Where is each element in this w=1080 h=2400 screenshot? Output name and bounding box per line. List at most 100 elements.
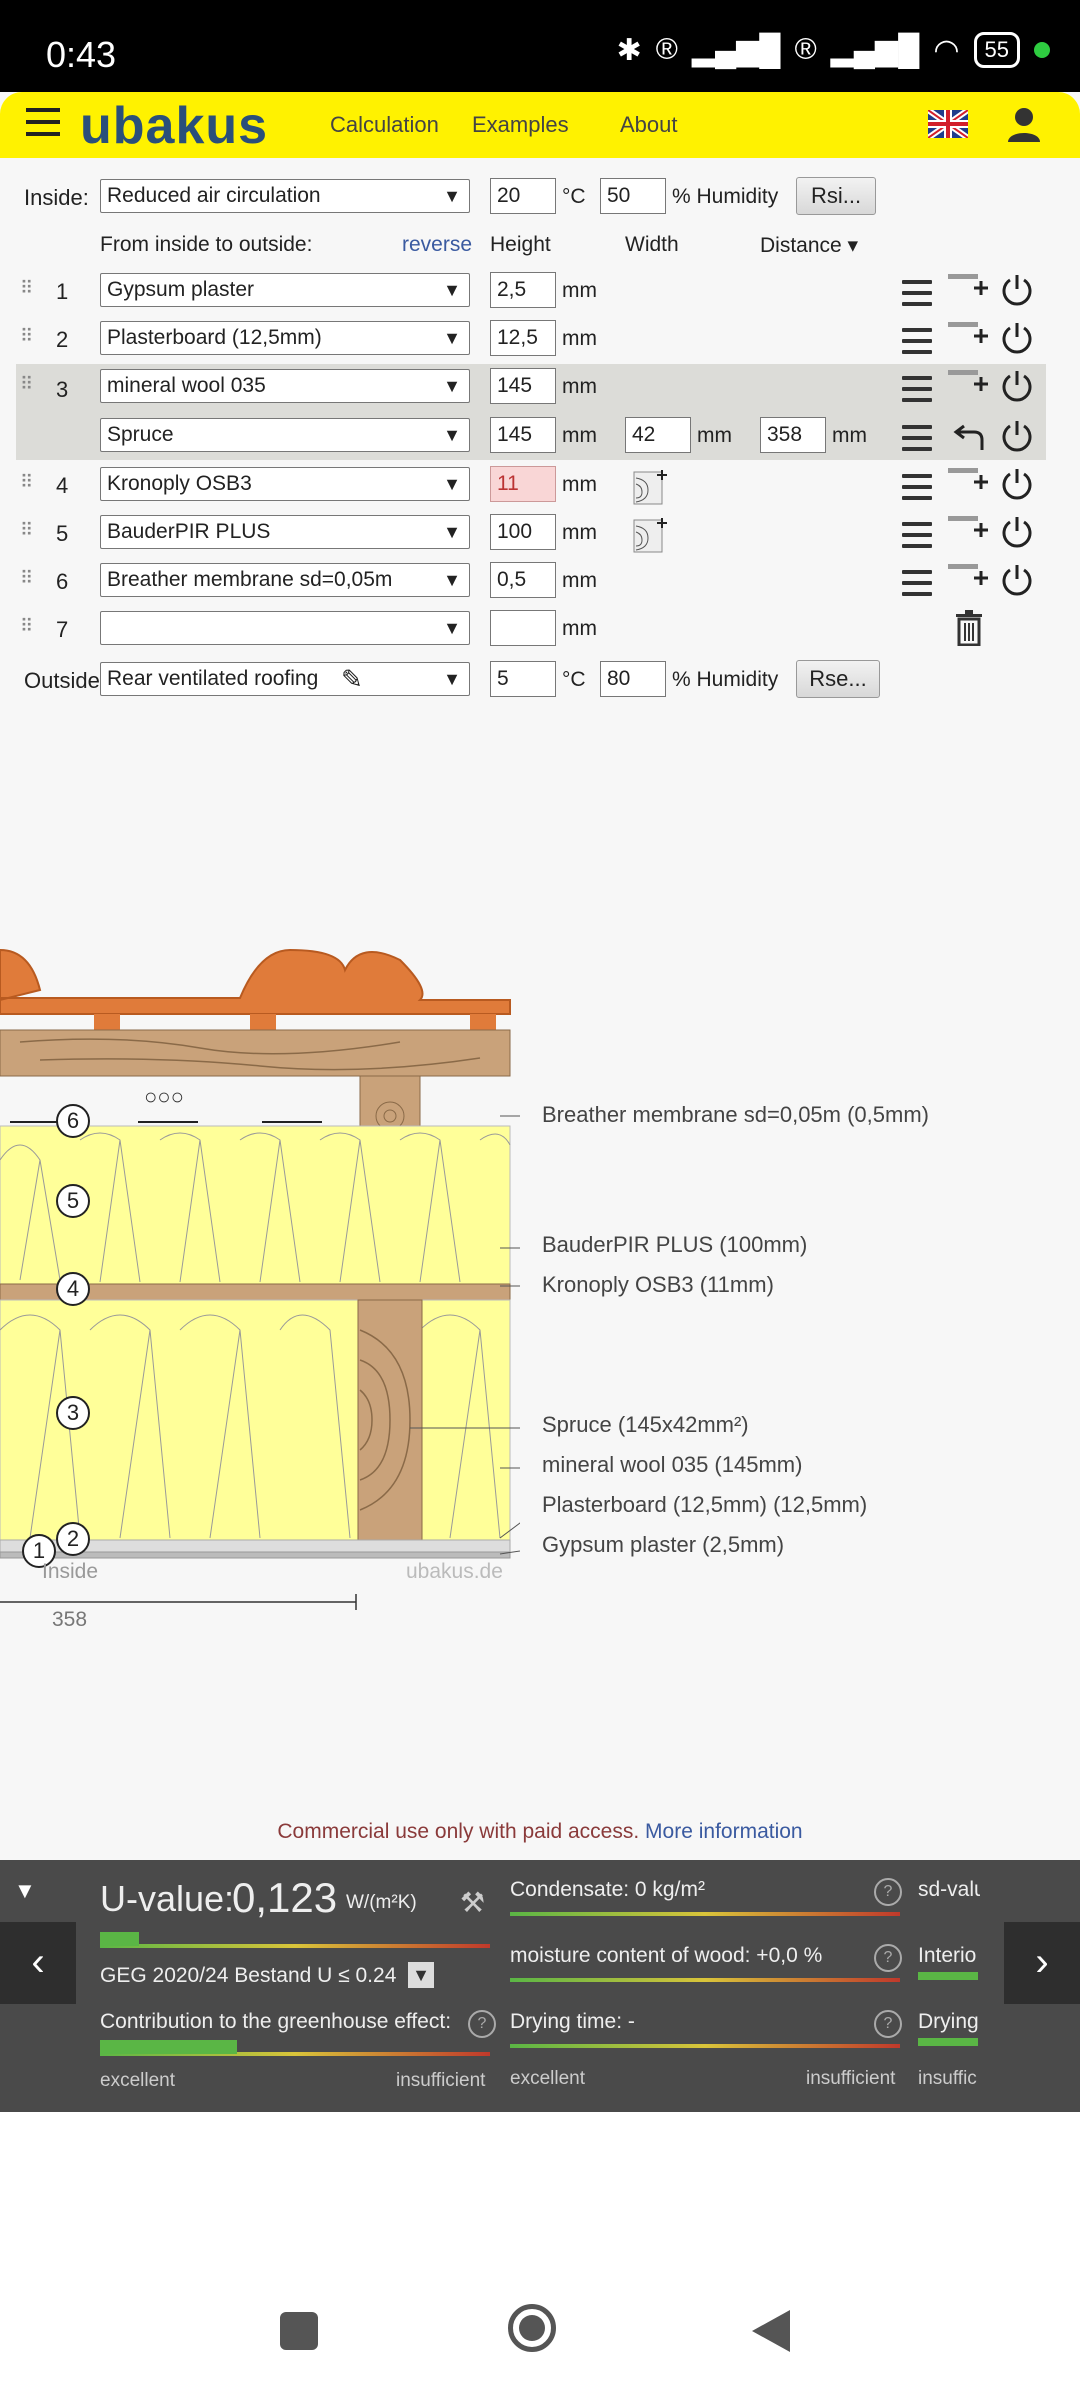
nav-examples[interactable]: Examples (472, 112, 569, 137)
drag-handle-icon[interactable]: ⠿ (20, 616, 33, 636)
user-icon[interactable] (1006, 106, 1042, 142)
drag-handle-icon[interactable]: ⠿ (20, 568, 33, 588)
layer-material-select[interactable]: BauderPIR PLUS▼ (100, 515, 470, 549)
drying-help-icon[interactable]: ? (874, 2010, 902, 2038)
drag-handle-icon[interactable]: ⠿ (20, 472, 33, 492)
more-information-link[interactable]: More information (645, 1820, 803, 1843)
trash-icon[interactable] (954, 610, 984, 646)
back-button-icon[interactable] (750, 2308, 792, 2354)
inside-humidity-input[interactable]: 50 (600, 178, 666, 214)
sublayer-distance-input[interactable]: 358 (760, 417, 826, 453)
power-icon[interactable] (1000, 466, 1034, 500)
add-layer-icon[interactable] (948, 514, 988, 548)
uvalue-bar-track (100, 1944, 490, 1948)
drag-handle-icon[interactable]: ⠿ (20, 520, 33, 540)
recents-button-icon[interactable] (280, 2312, 318, 2350)
power-icon[interactable] (1000, 320, 1034, 354)
layer-menu-icon[interactable] (902, 280, 932, 306)
outside-preset-select[interactable]: Rear ventilated roofing✎▼ (100, 662, 470, 696)
layer-number: 1 (56, 279, 69, 304)
layer-height-input[interactable]: 0,5 (490, 562, 556, 598)
layer-height-input[interactable]: 11 (490, 466, 556, 502)
inside-preset-value: Reduced air circulation (107, 184, 321, 207)
diagram-watermark: ubakus.de (406, 1560, 503, 1583)
home-button-icon[interactable] (508, 2304, 556, 2352)
distance-column-header[interactable]: Distance ▾ (760, 234, 859, 257)
nav-about[interactable]: About (620, 112, 678, 137)
uk-flag-icon[interactable] (926, 107, 970, 141)
rse-button[interactable]: Rse... (796, 660, 880, 698)
inside-preset-select[interactable]: Reduced air circulation▼ (100, 179, 470, 213)
menu-icon[interactable] (26, 108, 60, 138)
add-layer-icon[interactable] (948, 272, 988, 306)
scale-excellent: excellent (100, 2070, 175, 2091)
drag-handle-icon[interactable]: ⠿ (20, 326, 33, 346)
layer-material-select[interactable]: ▼ (100, 611, 470, 645)
logo[interactable]: ubakus (80, 97, 269, 155)
reverse-link[interactable]: reverse (402, 233, 473, 256)
prev-arrow-button[interactable]: ‹ (0, 1922, 76, 2004)
layer-material-select[interactable]: Breather membrane sd=0,05m▼ (100, 563, 470, 597)
standard-dropdown-icon[interactable]: ▼ (408, 1962, 434, 1988)
layer-height-input[interactable]: 2,5 (490, 272, 556, 308)
greenhouse-help-icon[interactable]: ? (468, 2010, 496, 2038)
pencil-icon[interactable]: ✎ (341, 664, 363, 694)
outside-humidity-input[interactable]: 80 (600, 661, 666, 697)
rsi-button[interactable]: Rsi... (796, 177, 876, 215)
sublayer-material-select[interactable]: Spruce▼ (100, 418, 470, 452)
signal-icon-2: ▂▄▆█ (830, 33, 920, 67)
layer-material-select[interactable]: Gypsum plaster▼ (100, 273, 470, 307)
add-layer-icon[interactable] (948, 320, 988, 354)
power-icon[interactable] (1000, 514, 1034, 548)
layer-height-unit: mm (562, 327, 597, 350)
layer-menu-icon[interactable] (902, 474, 932, 500)
layer-marker: 5 (56, 1184, 90, 1218)
sublayer-menu-icon[interactable] (902, 425, 932, 451)
layer-material-select[interactable]: Plasterboard (12,5mm)▼ (100, 321, 470, 355)
wood-grain-icon[interactable] (632, 466, 670, 506)
sublayer-height-input[interactable]: 145 (490, 417, 556, 453)
wood-grain-icon[interactable] (632, 514, 670, 554)
condensate-label: Condensate: 0 kg/m² (510, 1878, 705, 1901)
power-icon[interactable] (1000, 562, 1034, 596)
right-bar-interior (918, 1972, 978, 1980)
from-inside-label: From inside to outside: (100, 233, 313, 256)
inside-temp-unit: °C (562, 185, 586, 208)
power-icon[interactable] (1000, 272, 1034, 306)
layer-menu-icon[interactable] (902, 570, 932, 596)
drying-label: Drying time: - (510, 2010, 635, 2033)
layer-material-select[interactable]: mineral wool 035▼ (100, 369, 470, 403)
power-icon[interactable] (1000, 418, 1034, 452)
layer-height-input[interactable] (490, 610, 556, 646)
layer-height-input[interactable]: 145 (490, 368, 556, 404)
sublayer-height-unit: mm (562, 424, 597, 447)
layer-height-input[interactable]: 12,5 (490, 320, 556, 356)
layer-marker: 4 (56, 1272, 90, 1306)
nav-calculation[interactable]: Calculation (330, 112, 439, 137)
moisture-help-icon[interactable]: ? (874, 1944, 902, 1972)
drag-handle-icon[interactable]: ⠿ (20, 278, 33, 298)
power-icon[interactable] (1000, 368, 1034, 402)
layer-menu-icon[interactable] (902, 522, 932, 548)
condensate-help-icon[interactable]: ? (874, 1878, 902, 1906)
roof-tiles (0, 948, 511, 1015)
sublayer-material-value: Spruce (107, 423, 174, 446)
layer-material-select[interactable]: Kronoply OSB3▼ (100, 467, 470, 501)
inside-humidity-label: % Humidity (672, 185, 779, 208)
notice-text: Commercial use only with paid access. (277, 1820, 640, 1843)
drag-handle-icon[interactable]: ⠿ (20, 374, 33, 394)
collapse-icon[interactable]: ▼ (14, 1878, 36, 1903)
inside-temp-input[interactable]: 20 (490, 178, 556, 214)
layer-menu-icon[interactable] (902, 376, 932, 402)
add-layer-icon[interactable] (948, 466, 988, 500)
outside-temp-input[interactable]: 5 (490, 661, 556, 697)
add-layer-icon[interactable] (948, 368, 988, 402)
undo-icon[interactable] (952, 418, 992, 452)
add-layer-icon[interactable] (948, 562, 988, 596)
wrench-icon[interactable]: ⚒ (460, 1887, 486, 1918)
layer-menu-icon[interactable] (902, 328, 932, 354)
next-arrow-button[interactable]: › (1004, 1922, 1080, 2004)
sublayer-width-input[interactable]: 42 (625, 417, 691, 453)
layer-height-input[interactable]: 100 (490, 514, 556, 550)
roof-batten (94, 1014, 120, 1030)
